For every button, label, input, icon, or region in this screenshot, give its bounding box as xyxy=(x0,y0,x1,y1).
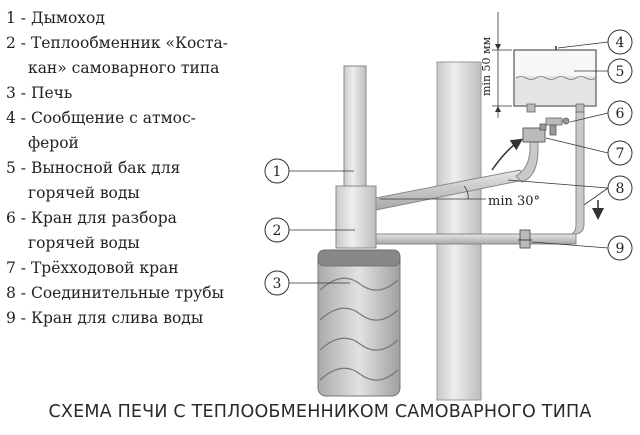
wall-column xyxy=(436,61,482,401)
callout-6: 6 xyxy=(607,100,633,126)
callout-7: 7 xyxy=(607,140,633,166)
hot-water-tank xyxy=(513,46,597,113)
callout-3: 3 xyxy=(264,270,290,296)
lower-connecting-pipe xyxy=(375,233,577,245)
three-way-valve xyxy=(522,123,547,143)
legend-number: 8 xyxy=(6,284,16,302)
legend-list: 1 - Дымоход 2 - Теплообменник «Коста-кан… xyxy=(6,6,268,331)
legend-number: 1 xyxy=(6,9,16,27)
legend-item-8: 8 - Соединительные трубы xyxy=(6,284,224,302)
legend-item-2: 2 - Теплообменник «Коста-кан» самоварног… xyxy=(6,31,268,81)
legend-text-continued: горячей воды xyxy=(28,184,140,202)
legend-item-1: 1 - Дымоход xyxy=(6,9,105,27)
legend-number: 2 xyxy=(6,34,16,52)
callout-2-label: 2 xyxy=(273,223,282,239)
legend-text: Кран для слива воды xyxy=(30,309,204,327)
callout-8-label: 8 xyxy=(616,181,625,197)
legend-number: 4 xyxy=(6,109,16,127)
legend-item-3: 3 - Печь xyxy=(6,84,73,102)
flow-arrow-up xyxy=(491,138,523,171)
legend-text: Печь xyxy=(30,84,73,102)
dimension-tank-height-label: min 50 мм xyxy=(480,36,493,96)
legend-text: Сообщение с атмос- xyxy=(30,109,196,127)
stove xyxy=(317,249,401,397)
callout-5: 5 xyxy=(607,58,633,84)
callout-4-label: 4 xyxy=(616,35,625,51)
callout-9: 9 xyxy=(607,235,633,261)
legend-number: 9 xyxy=(6,309,16,327)
callout-1: 1 xyxy=(264,158,290,184)
legend-text: Дымоход xyxy=(30,9,105,27)
diagram-caption: СХЕМА ПЕЧИ С ТЕПЛООБМЕННИКОМ САМОВАРНОГО… xyxy=(48,402,592,422)
callout-1-label: 1 xyxy=(273,164,282,180)
callout-leaders xyxy=(289,41,609,284)
callout-7-label: 7 xyxy=(616,146,625,162)
legend-text: Соединительные трубы xyxy=(30,284,224,302)
callout-5-label: 5 xyxy=(616,64,625,80)
legend-text: Выносной бак для xyxy=(30,159,181,177)
chimney xyxy=(343,65,367,189)
dimension-pipe-angle-label: min 30° xyxy=(488,194,540,209)
lower-pipe-elbow xyxy=(569,111,585,235)
legend-item-4: 4 - Сообщение с атмос-ферой xyxy=(6,106,268,156)
dimension-tank-height xyxy=(492,12,512,118)
callout-9-label: 9 xyxy=(616,241,625,257)
legend-number: 7 xyxy=(6,259,16,277)
legend-number: 6 xyxy=(6,209,16,227)
drain-tap xyxy=(518,229,532,249)
legend-number: 3 xyxy=(6,84,16,102)
callout-6-label: 6 xyxy=(616,106,625,122)
legend-text: Теплообменник «Коста- xyxy=(30,34,229,52)
legend-text-continued: ферой xyxy=(28,134,79,152)
legend-text-continued: горячей воды xyxy=(28,234,140,252)
callout-4: 4 xyxy=(607,29,633,55)
dimension-pipe-angle xyxy=(380,185,486,200)
legend-item-9: 9 - Кран для слива воды xyxy=(6,309,204,327)
callout-8: 8 xyxy=(607,175,633,201)
upper-pipe-elbow xyxy=(515,139,539,183)
legend-number: 5 xyxy=(6,159,16,177)
legend-item-7: 7 - Трёхходовой кран xyxy=(6,259,179,277)
legend-text-continued: кан» самоварного типа xyxy=(28,59,220,77)
callout-3-label: 3 xyxy=(273,276,282,292)
legend-text: Трёхходовой кран xyxy=(30,259,179,277)
legend-text: Кран для разбора xyxy=(30,209,177,227)
callout-2: 2 xyxy=(264,217,290,243)
hot-water-tap xyxy=(545,117,570,136)
heat-exchanger xyxy=(335,185,377,249)
